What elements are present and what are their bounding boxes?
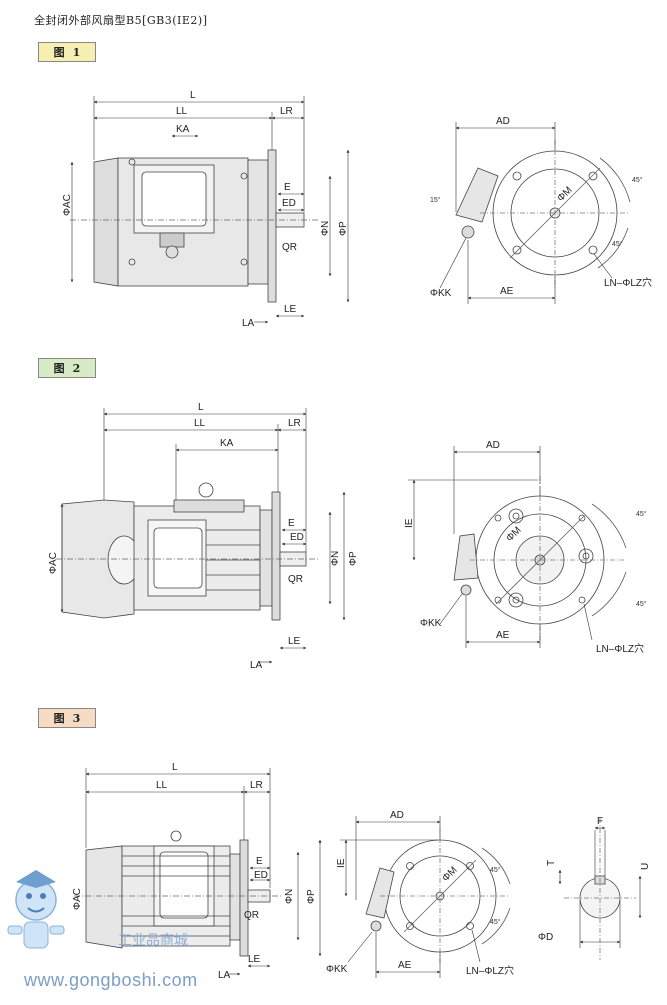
fig3-dim-F: F [597,816,603,827]
fig3-dim-T: T [546,860,557,866]
fig2-dimension-lines [60,408,346,664]
fig2-side-view [56,482,320,621]
fig1-dim-KA: KA [176,124,190,135]
fig3-shaft-section [558,818,642,960]
figure-2-label-text: 图 [53,362,65,375]
fig1-dim-LZ: LN–ΦLZ穴 [604,276,652,289]
fig2-end-dims [408,446,593,648]
fig1-dim-AD: AD [496,116,510,127]
fig1-side-view [70,149,320,303]
fig2-dim-E: E [288,518,295,529]
fig2-dim-LL: LL [194,418,206,429]
fig3-dimension-lines [85,768,322,976]
fig3-dim-D: ΦD [538,932,553,943]
fig3-dim-QR: QR [244,910,259,921]
fig2-angle-45-bottom: 45° [636,600,647,608]
watermark-shop-name: 工业品商城 [118,933,188,949]
fig2-dim-KA: KA [220,438,234,449]
fig3-angle-45-top: 45° [490,866,501,874]
fig1-dimension-lines [70,96,350,324]
fig1-dim-LR: LR [280,106,293,117]
fig2-dim-AC: ΦAC [48,552,59,574]
figure-1-label-text: 图 [53,46,65,59]
fig3-end-dims [340,816,481,978]
fig1-angle-45-top: 45° [632,176,643,184]
fig1-dim-KK: ΦKK [430,288,452,299]
fig2-dim-LE: LE [288,636,301,647]
figure-1-label: 图 1 [38,42,96,62]
fig3-dim-KK: ΦKK [326,964,348,975]
fig3-dim-AD: AD [390,810,404,821]
fig1-dim-LE: LE [284,304,297,315]
fig1-dim-QR: QR [282,242,297,253]
figure-2-label: 图 2 [38,358,96,378]
fig2-dim-AE: AE [496,630,510,641]
figure-2-number: 2 [72,361,81,375]
fig2-dim-LR: LR [288,418,301,429]
fig1-dim-AE: AE [500,286,514,297]
fig1-dim-P: ΦP [338,221,349,236]
fig3-dim-M: ΦM [440,865,459,884]
fig3-dim-LR: LR [250,780,263,791]
fig2-dim-P: ΦP [348,551,359,566]
fig1-angle-45-bottom: 45° [612,240,623,248]
fig3-dim-E: E [256,856,263,867]
fig1-dim-LL: LL [176,106,188,117]
fig3-end-view [365,828,511,964]
fig2-dim-QR: QR [288,574,303,585]
watermark-url: www.gongboshi.com [24,970,198,990]
fig3-dim-LL: LL [156,780,168,791]
fig3-dim-AC: ΦAC [72,888,83,910]
figure-3-label: 图 3 [38,708,96,728]
fig3-dim-LE: LE [248,954,261,965]
fig3-dim-N: ΦN [284,889,295,904]
fig3-dim-IE: IE [336,858,347,868]
fig1-dim-E: E [284,182,291,193]
fig2-end-view [453,476,627,640]
fig2-dim-IE: IE [404,518,415,528]
fig2-dim-N: ΦN [330,551,341,566]
fig2-dim-ED: ED [290,532,304,543]
fig2-dim-AD: AD [486,440,500,451]
fig3-side-view [74,830,282,957]
fig3-dim-LZ: LN–ΦLZ穴 [466,964,514,977]
fig1-dim-AC: ΦAC [62,194,73,216]
fig1-dim-M: ΦM [555,185,574,204]
fig3-dim-P: ΦP [306,889,317,904]
fig1-dim-N: ΦN [320,221,331,236]
fig1-angle-15: 15° [430,196,441,204]
figure-3-label-text: 图 [53,712,65,725]
fig1-dim-ED: ED [282,198,296,209]
fig3-dim-AE: AE [398,960,412,971]
fig2-dim-LA: LA [250,660,263,671]
page-title: 全封闭外部风扇型B5[GB3(IE2)] [34,14,208,27]
fig1-dim-L: L [190,90,196,101]
fig2-dim-LZ: LN–ΦLZ穴 [596,642,644,655]
mascot-logo-icon [7,870,65,949]
fig3-dim-U: U [640,863,651,870]
fig3-dim-LA: LA [218,970,231,981]
figure-1-number: 1 [72,45,81,59]
figure-3-number: 3 [72,711,81,725]
fig2-angle-45-top: 45° [636,510,647,518]
fig2-dim-KK: ΦKK [420,618,442,629]
fig3-dim-ED: ED [254,870,268,881]
fig3-angle-45-bottom: 45° [490,918,501,926]
fig3-dim-L: L [172,762,178,773]
fig1-end-view [455,140,631,290]
fig1-dim-LA: LA [242,318,255,329]
fig2-dim-L: L [198,402,204,413]
fig1-end-dims [439,122,613,304]
